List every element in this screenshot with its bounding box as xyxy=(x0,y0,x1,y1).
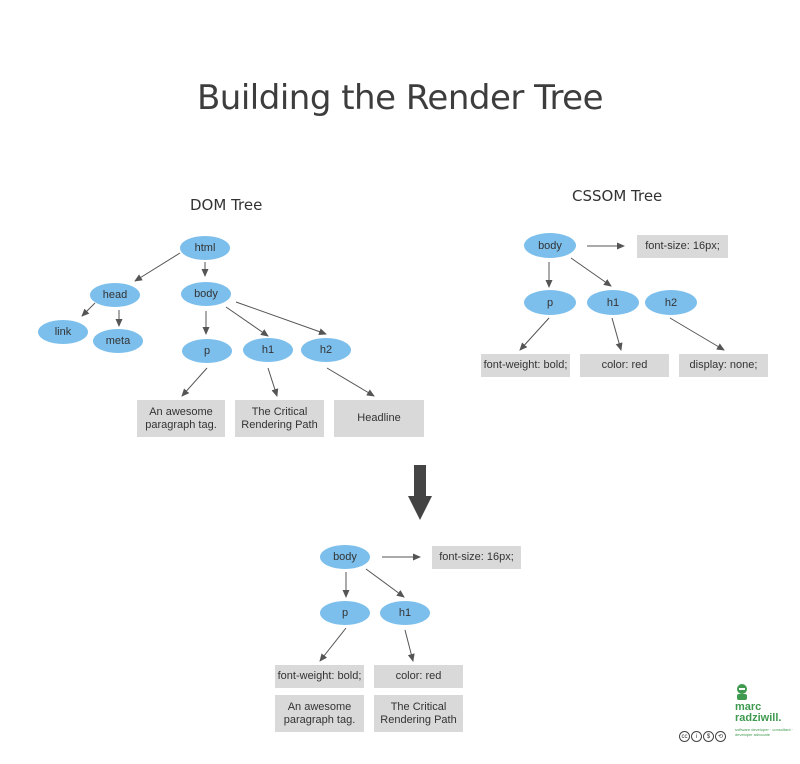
edge-p-leaf xyxy=(181,367,208,397)
render-node-h1: h1 xyxy=(380,601,430,625)
dom-leaf-p: An awesome paragraph tag. xyxy=(137,400,225,437)
cc-icon: cc xyxy=(679,731,690,742)
dom-leaf-h1: The Critical Rendering Path xyxy=(235,400,324,437)
dom-node-p: p xyxy=(182,339,232,363)
render-node-body: body xyxy=(320,545,370,569)
brand-name-line1: marc xyxy=(735,701,762,713)
cc-nc-icon: $ xyxy=(703,731,714,742)
cssom-node-h1: h1 xyxy=(587,290,639,315)
cssom-node-p: p xyxy=(524,290,576,315)
edge-render-body-h1 xyxy=(365,568,405,598)
cssom-style-h1: color: red xyxy=(580,354,669,377)
dom-node-body: body xyxy=(181,282,231,306)
cssom-node-h2: h2 xyxy=(645,290,697,315)
edge-h2-leaf xyxy=(326,367,375,397)
edge-html-head xyxy=(134,252,181,282)
cssom-style-body: font-size: 16px; xyxy=(637,235,728,258)
dom-node-h1: h1 xyxy=(243,338,293,362)
dom-node-link: link xyxy=(38,320,88,344)
dom-node-meta: meta xyxy=(93,329,143,353)
edge-cssom-p-style xyxy=(519,317,550,351)
edge-cssom-body-h1 xyxy=(570,257,612,287)
cssom-style-p: font-weight: bold; xyxy=(481,354,570,377)
render-style-body: font-size: 16px; xyxy=(432,546,521,569)
edge-h1-leaf xyxy=(267,367,279,397)
cssom-node-body: body xyxy=(524,233,576,258)
edge-body-h1 xyxy=(225,306,269,337)
cssom-tree-heading: CSSOM Tree xyxy=(572,187,663,205)
render-content-h1: The Critical Rendering Path xyxy=(374,695,463,732)
render-node-p: p xyxy=(320,601,370,625)
edge-render-h1-style xyxy=(404,629,415,662)
dom-node-head: head xyxy=(90,283,140,307)
dom-node-h2: h2 xyxy=(301,338,351,362)
edge-body-h2 xyxy=(235,301,327,335)
author-avatar-icon xyxy=(737,684,747,700)
big-down-arrow xyxy=(408,465,432,520)
brand-tagline: software developer · consultant · develo… xyxy=(735,727,794,737)
edge-cssom-h1-style xyxy=(611,317,623,351)
brand-name: marc radziwill. xyxy=(735,702,781,724)
cssom-style-h2: display: none; xyxy=(679,354,768,377)
brand-name-line2: radziwill. xyxy=(735,712,782,724)
render-style-p: font-weight: bold; xyxy=(275,665,364,688)
creative-commons-badge: cc i $ ⟲ xyxy=(679,731,726,742)
edge-head-link xyxy=(81,302,96,317)
edge-render-p-style xyxy=(319,627,347,662)
edge-cssom-h2-style xyxy=(669,317,725,351)
render-style-h1: color: red xyxy=(374,665,463,688)
render-content-p: An awesome paragraph tag. xyxy=(275,695,364,732)
cc-sa-icon: ⟲ xyxy=(715,731,726,742)
cc-by-icon: i xyxy=(691,731,702,742)
dom-leaf-h2: Headline xyxy=(334,400,424,437)
page-title: Building the Render Tree xyxy=(196,78,604,118)
dom-node-html: html xyxy=(180,236,230,260)
dom-tree-heading: DOM Tree xyxy=(190,196,263,214)
